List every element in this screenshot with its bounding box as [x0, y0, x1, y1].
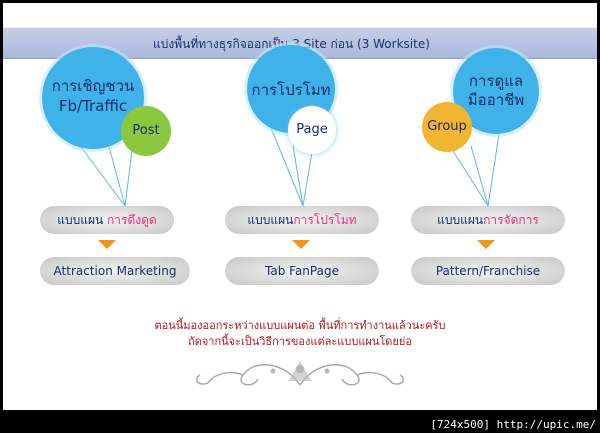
arrow-down-icon — [98, 240, 116, 249]
circle-label-line2: Fb/Traffic — [58, 97, 128, 115]
circle-label-line1: การเชิญชวน — [51, 77, 135, 95]
result-label: Tab FanPage — [265, 264, 339, 278]
result-label: Attraction Marketing — [53, 264, 177, 278]
plan-pill-2: แบบแผนการโปรโมท — [225, 206, 379, 234]
image-host-watermark: [724x500] http://upic.me/ — [430, 418, 596, 431]
circle-label-line2: มืออาชีพ — [467, 91, 525, 109]
circle-label-line1: การโปรโมท — [251, 81, 331, 99]
circle-group: Group — [422, 102, 472, 152]
plan-prefix: แบบแผน — [247, 213, 294, 227]
result-pill-2: Tab FanPage — [225, 257, 379, 285]
circle-invite-traffic: การเชิญชวน Fb/Traffic — [42, 47, 144, 149]
result-label: Pattern/Franchise — [435, 264, 541, 278]
circle-post-label: Post — [132, 123, 160, 138]
circle-page: Page — [288, 106, 336, 154]
plan-highlight: การโปรโมท — [293, 213, 357, 227]
plan-pill-1: แบบแผน การดึงดูด — [40, 206, 174, 234]
circle-group-label: Group — [427, 119, 467, 134]
plan-pill-3: แบบแผนการจัดการ — [411, 206, 565, 234]
ornament-icon — [196, 361, 404, 386]
plan-prefix: แบบแผน — [57, 213, 108, 227]
arrow-down-icon — [292, 240, 310, 249]
circle-label-line1: การดูแล — [468, 72, 524, 90]
banner-title: แบ่งพื้นที่ทางธุรกิจออกเป็น 3 Site ก่อน … — [153, 37, 430, 51]
plan-highlight: การจัดการ — [483, 213, 539, 227]
circle-post: Post — [121, 106, 171, 156]
arrow-down-icon — [477, 240, 495, 249]
circle-page-label: Page — [296, 122, 328, 137]
plan-prefix: แบบแผน — [437, 213, 484, 227]
diagram-slide: แบ่งพื้นที่ทางธุรกิจออกเป็น 3 Site ก่อน … — [3, 3, 597, 410]
caption-line-1: ตอนนี้มองออกระหว่างแบบแผนต่อ พื้นที่การท… — [154, 319, 446, 332]
plan-highlight: การดึงดูด — [107, 213, 157, 227]
result-pill-1: Attraction Marketing — [40, 257, 190, 285]
caption-line-2: ถัดจากนี้จะเป็นวิธีการของแต่ละแบบแผนโดยย… — [188, 335, 412, 348]
result-pill-3: Pattern/Franchise — [411, 257, 565, 285]
